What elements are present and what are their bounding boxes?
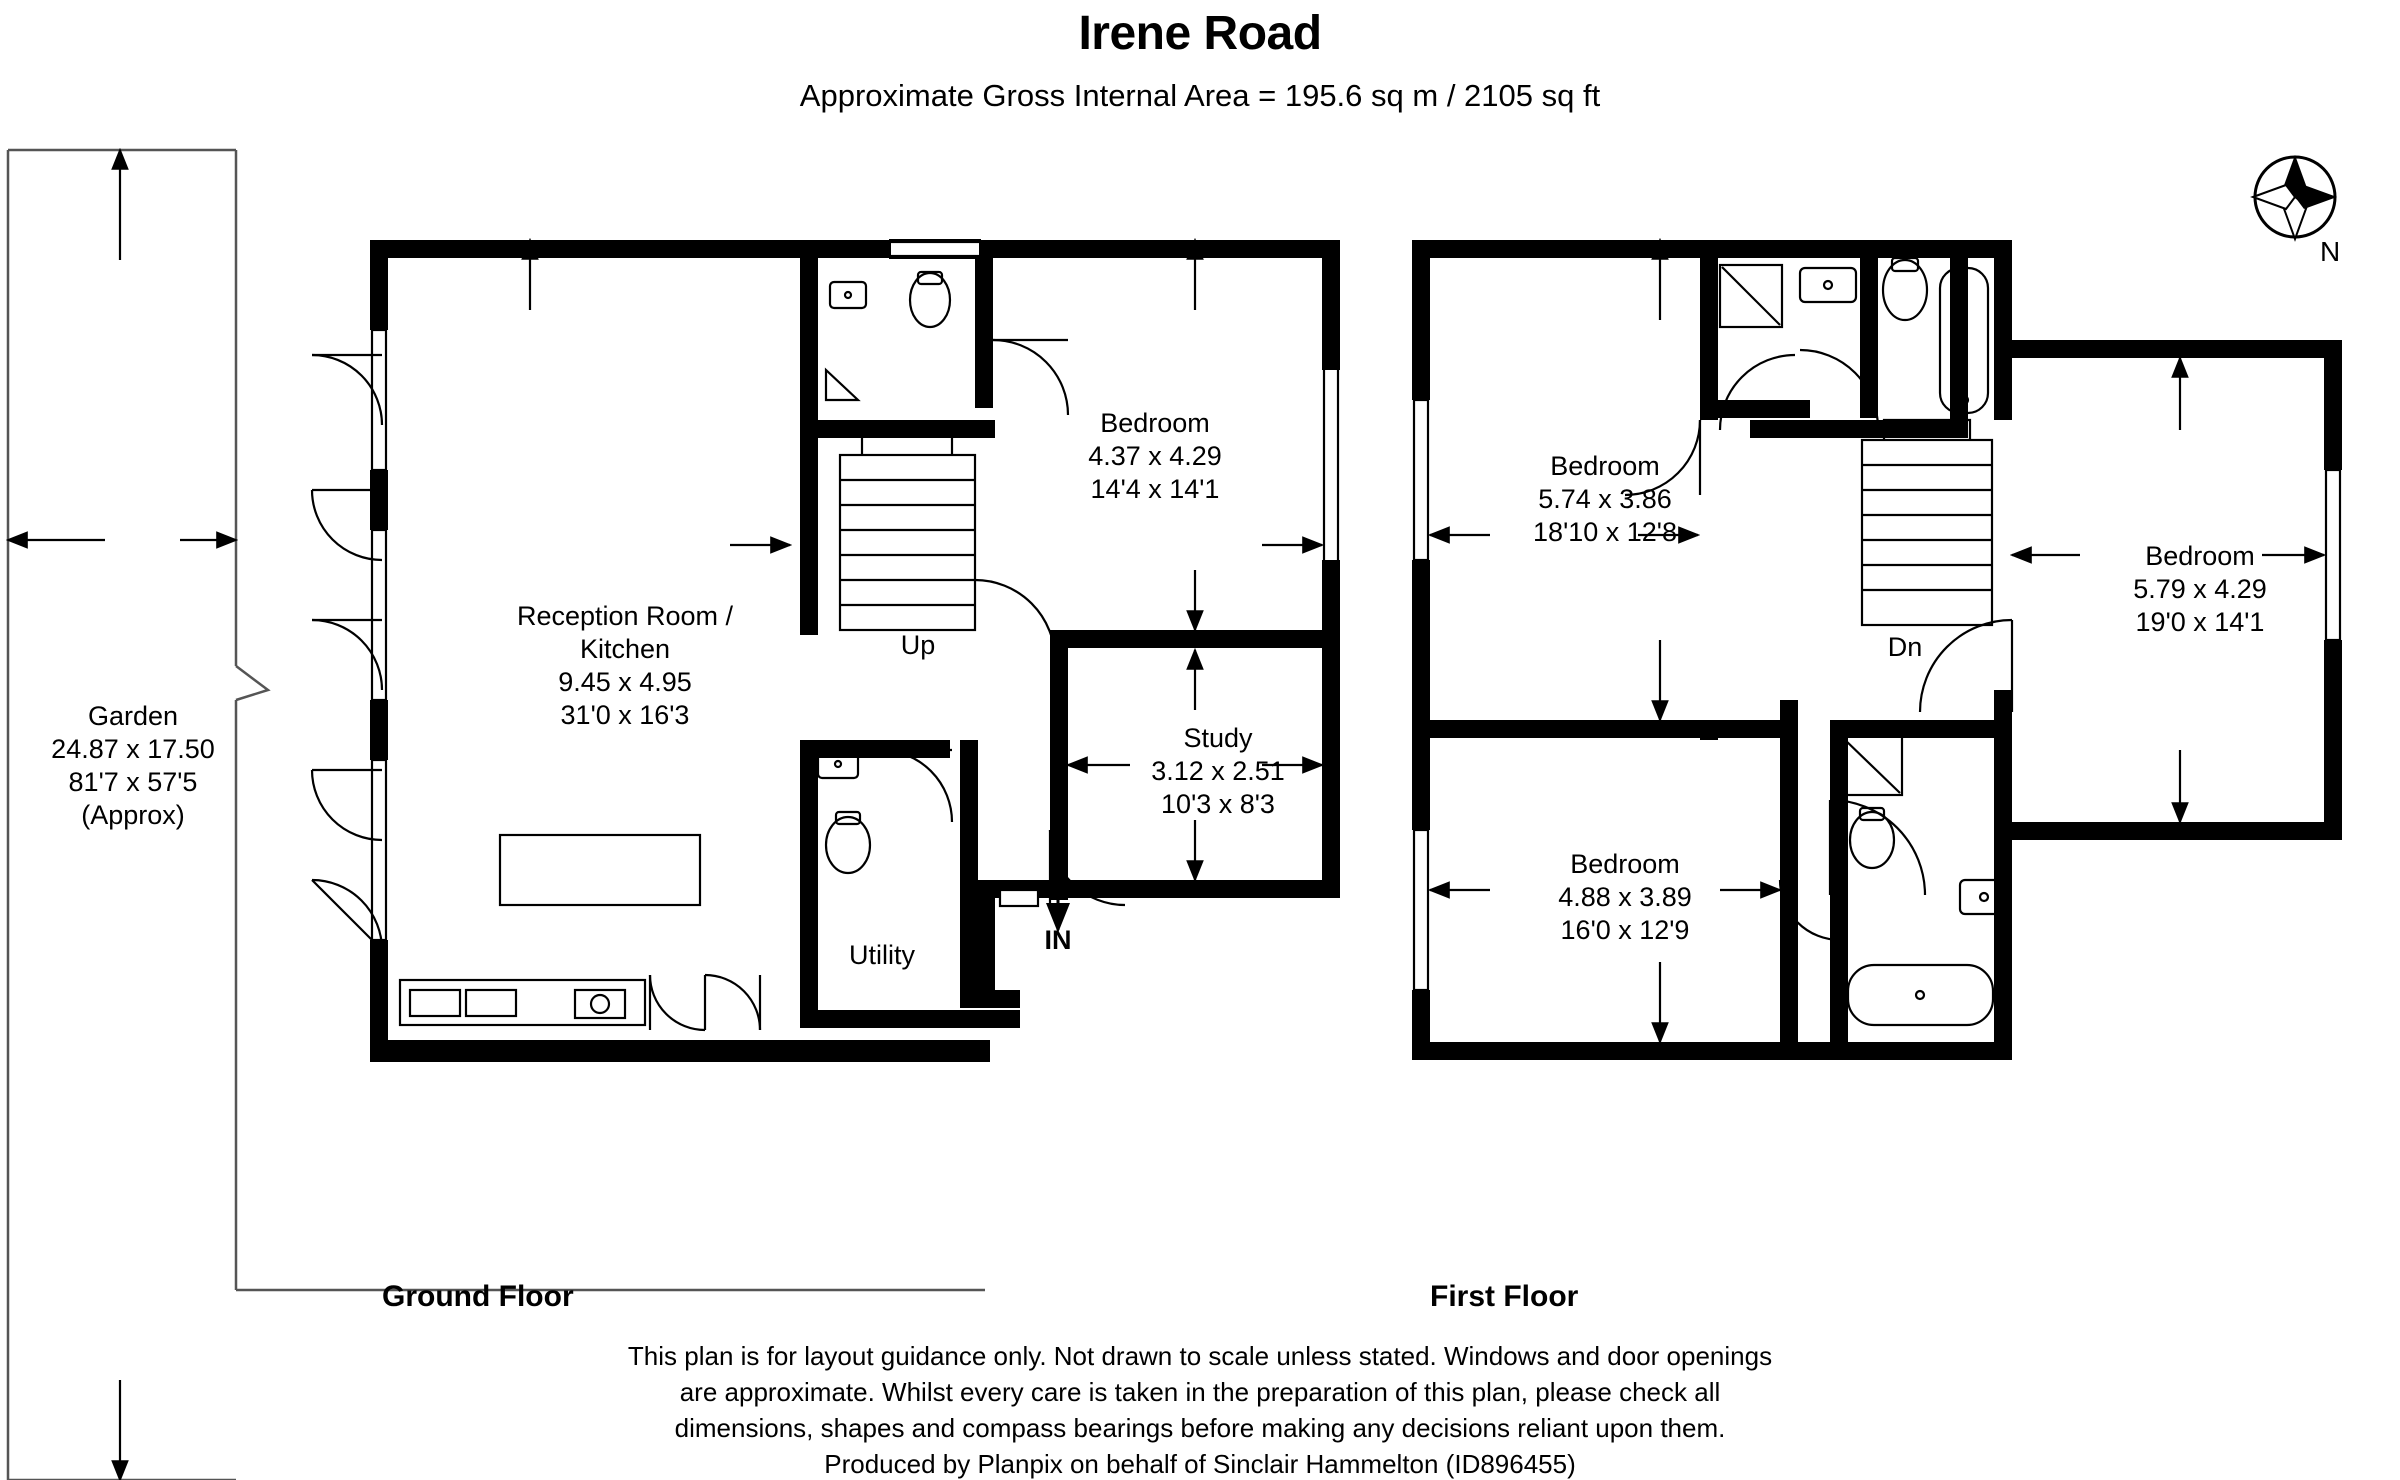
entrance-label: IN [1044,925,1072,955]
garden-dimension-arrows [5,147,239,1480]
garden-note: (Approx) [81,800,185,830]
sink-icon [1958,878,2010,916]
first-bedroom-3-imperial: 16'0 x 12'9 [1560,915,1690,945]
first-floor-walls [1412,240,2342,1060]
door-swing [1918,618,2013,713]
first-bedroom-3-name: Bedroom [1570,849,1680,879]
garden-imperial: 81'7 x 57'5 [68,767,198,797]
door-swing [879,748,954,823]
reception-kitchen-metric: 9.45 x 4.95 [558,667,692,697]
first-bedroom-2-metric: 5.79 x 4.29 [2133,574,2267,604]
garden-boundary [6,148,985,1480]
ground-floor-fixtures [398,270,1126,1032]
first-bedroom-3-label: Bedroom 4.88 x 3.89 16'0 x 12'9 [1558,848,1692,947]
ground-floor-plan [5,147,1340,1480]
first-floor-fixtures [1624,256,2014,1027]
ground-bedroom-metric: 4.37 x 4.29 [1088,441,1222,471]
first-floor-plan [1412,237,2342,1060]
compass-north-label: N [2320,236,2341,267]
page-title: Irene Road [1078,7,1322,60]
first-bedroom-3-metric: 4.88 x 3.89 [1558,882,1692,912]
ground-floor-walls [370,239,1340,1062]
reception-kitchen-name-line1: Reception Room / [516,601,734,631]
ground-floor-openings [310,240,1340,951]
toilet-icon [908,271,952,329]
first-bedroom-1-label: Bedroom 5.74 x 3.86 18'10 x 12'8 [1533,450,1677,549]
ground-floor-caption: Ground Floor [382,1280,574,1313]
kitchen-sink-icon [398,978,647,1027]
toilet-icon [824,815,872,875]
ground-bedroom-imperial: 14'4 x 14'1 [1090,474,1220,504]
first-bedroom-1-name: Bedroom [1550,451,1660,481]
page-subtitle: Approximate Gross Internal Area = 195.6 … [799,78,1601,113]
staircase-down [1860,418,1994,627]
compass-rose-icon [2250,155,2337,242]
island-icon [498,833,702,907]
ground-floor-dimension-arrows [521,237,1325,883]
garden-name: Garden [87,701,179,731]
stairs-up-label: Up [900,630,936,660]
utility-label: Utility [849,940,915,970]
bathtub-icon [1846,963,1995,1027]
door-swing [1048,829,1126,907]
bathtub-icon [1938,266,1990,415]
door-swing [974,578,1057,661]
first-bedroom-2-label: Bedroom 5.79 x 4.29 19'0 x 14'1 [2133,540,2267,639]
study-label: Study 3.12 x 2.51 10'3 x 8'3 [1151,722,1285,821]
garden-metric: 24.87 x 17.50 [51,734,215,764]
toilet-icon [1881,258,1929,322]
sink-icon [816,748,860,780]
disclaimer-line-4: Produced by Planpix on behalf of Sinclai… [824,1449,1576,1479]
study-imperial: 10'3 x 8'3 [1161,789,1275,819]
ground-bedroom-label: Bedroom 4.37 x 4.29 14'4 x 14'1 [1088,407,1222,506]
shower-icon [1838,733,1904,797]
study-name: Study [1183,723,1253,753]
door-swing [1829,798,1927,896]
first-bedroom-1-imperial: 18'10 x 12'8 [1533,517,1677,547]
first-bedroom-1-metric: 5.74 x 3.86 [1538,484,1672,514]
hob-icon [573,988,627,1020]
ground-bedroom-name: Bedroom [1100,408,1210,438]
study-metric: 3.12 x 2.51 [1151,756,1285,786]
disclaimer-line-2: are approximate. Whilst every care is ta… [679,1377,1721,1407]
garden-label: Garden 24.87 x 17.50 81'7 x 57'5 (Approx… [51,700,215,832]
door-swing [1718,353,1796,431]
first-floor-caption: First Floor [1430,1280,1579,1313]
first-floor-dimension-arrows [1427,237,2327,1045]
staircase-up [838,433,977,632]
reception-kitchen-label: Reception Room / Kitchen 9.45 x 4.95 31'… [517,600,733,732]
disclaimer-block: This plan is for layout guidance only. N… [500,1338,1900,1480]
door-swing [1624,419,1702,497]
stairs-down-label: Dn [1887,632,1923,662]
first-bedroom-2-name: Bedroom [2145,541,2255,571]
first-bedroom-2-imperial: 19'0 x 14'1 [2135,607,2265,637]
toilet-icon [1848,810,1896,870]
door-swing [992,338,1070,416]
disclaimer-line-1: This plan is for layout guidance only. N… [627,1341,1773,1371]
reception-kitchen-name-line2: Kitchen [579,634,671,664]
shower-icon [1718,263,1784,329]
reception-kitchen-imperial: 31'0 x 16'3 [560,700,690,730]
sink-icon [1798,266,1858,304]
sink-icon [828,280,868,310]
disclaimer-line-3: dimensions, shapes and compass bearings … [674,1413,1726,1443]
shower-icon [824,367,861,402]
